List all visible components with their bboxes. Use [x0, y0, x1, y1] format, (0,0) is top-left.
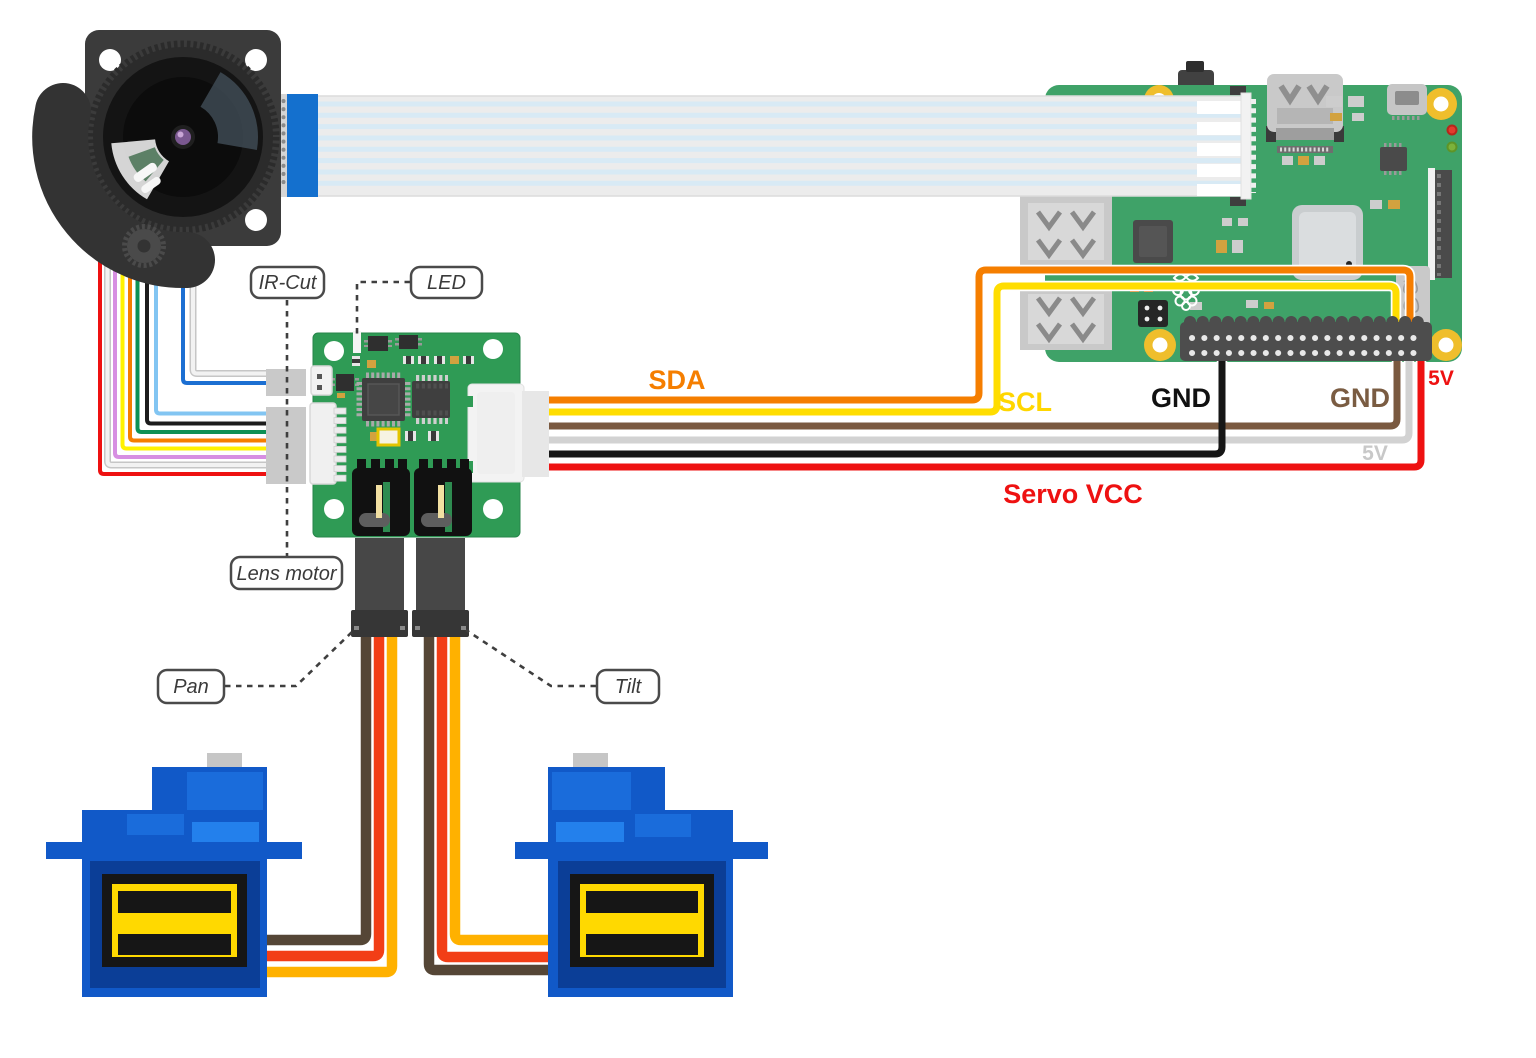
driver-smd-components [331, 335, 474, 441]
camera-module [32, 30, 318, 289]
wire-5v-gray [544, 352, 1413, 444]
lens-wire-red [98, 250, 268, 476]
led-component [353, 331, 361, 353]
gpio-header [1180, 316, 1434, 361]
lens-wire-green [135, 250, 268, 434]
tilt-wire-red [436, 620, 554, 963]
usb-port-upper [1020, 196, 1112, 267]
power-led [1446, 124, 1458, 136]
lens-wire-lightblue [154, 250, 268, 416]
pan-wire-red [262, 620, 385, 962]
lens-wire-orange [128, 250, 268, 443]
usb-port-lower [1020, 287, 1112, 350]
servo-tilt-shaft [573, 753, 608, 768]
label-sda: SDA [648, 365, 705, 395]
lens-reflection-top [200, 72, 259, 150]
label-servo-vcc: Servo VCC [1003, 479, 1143, 509]
wire-servo-vcc [544, 360, 1425, 471]
label-gnd-right: GND [1330, 383, 1390, 413]
label-led-text: LED [427, 272, 466, 294]
lens-wire-yellow [120, 250, 268, 451]
ribbon-contacts [279, 94, 288, 197]
label-scl: SCL [998, 387, 1052, 417]
servo-tilt-label [570, 874, 714, 967]
label-tilt-text: Tilt [615, 676, 643, 698]
mcu-chip [356, 372, 411, 427]
lens-wire-violet [113, 250, 268, 459]
pi-smd-components [1190, 96, 1400, 310]
label-5v-top: 5V [1428, 367, 1454, 390]
servo-pan-label [102, 874, 247, 967]
soc-chip [1133, 220, 1173, 263]
lens-wire-black [145, 250, 268, 426]
two-pin-connector [310, 365, 333, 396]
ircut-wire-blue [181, 278, 268, 385]
servo-header-tilt [414, 459, 472, 536]
servo-plug-tilt [416, 538, 465, 612]
lens-wire-white [105, 250, 268, 467]
annotation-leader-lines [225, 280, 596, 688]
wire-gnd-black [544, 352, 1226, 458]
label-box-tilt: Tilt [595, 668, 661, 705]
display-connector [1428, 168, 1452, 280]
focus-gear [122, 224, 166, 268]
label-box-lens-motor: Lens motor [229, 555, 344, 591]
label-box-led: LED [409, 265, 484, 300]
pan-wire-orange [262, 620, 398, 978]
plug-collars [351, 610, 469, 637]
servo-pan [46, 753, 302, 997]
hdmi-port [1266, 74, 1344, 153]
usb-controller-chip [1380, 143, 1407, 175]
leader-led [355, 280, 410, 338]
label-box-ircut: IR-Cut [249, 265, 326, 300]
micro-usb-port [1387, 84, 1427, 120]
servo-tilt-flange [515, 842, 768, 859]
wire-scl [544, 282, 1400, 416]
wifi-module [1292, 205, 1363, 280]
label-lens-motor-text: Lens motor [236, 563, 337, 585]
motor-driver-chip [412, 375, 450, 424]
eight-pin-connector [309, 402, 347, 485]
csi-ribbon-cable [316, 86, 1256, 206]
servo-tilt [515, 753, 768, 997]
servo-plug-pan [355, 538, 404, 612]
tilt-wire-brown [423, 620, 554, 976]
board-led [376, 427, 401, 447]
label-5v-mid: 5V [1362, 442, 1388, 465]
driver-mounting-holes [324, 339, 503, 519]
ircut-wire-white [191, 278, 268, 376]
camera-wire-bundle [96, 250, 268, 478]
servo-pan-shaft [207, 753, 242, 768]
label-ircut-text: IR-Cut [259, 272, 318, 294]
wire-labels: SDA SCL GND GND 5V 5V Servo VCC [648, 365, 1453, 509]
camera-lens [86, 40, 280, 234]
six-pin-cable-connector [466, 383, 549, 483]
label-pan-text: Pan [173, 676, 209, 698]
servo-pan-flange [46, 842, 302, 859]
driver-board [266, 331, 549, 538]
activity-led [1446, 141, 1458, 153]
servo-cables [262, 538, 554, 979]
wire-gnd-brown [544, 352, 1401, 430]
wire-sda [544, 266, 1414, 404]
leader-tilt [465, 628, 596, 688]
servo-header-pan [352, 459, 410, 536]
i2c-power-wires [544, 264, 1427, 473]
pi-camera-connector [1230, 86, 1256, 206]
label-gnd-left: GND [1151, 383, 1211, 413]
camera-ribbon-connector [287, 94, 318, 197]
ribbon-contact-highlights [1197, 101, 1243, 196]
tilt-wire-orange [449, 620, 554, 946]
label-box-pan: Pan [156, 668, 226, 705]
leader-pan [225, 631, 353, 688]
pan-wire-brown [262, 620, 372, 946]
